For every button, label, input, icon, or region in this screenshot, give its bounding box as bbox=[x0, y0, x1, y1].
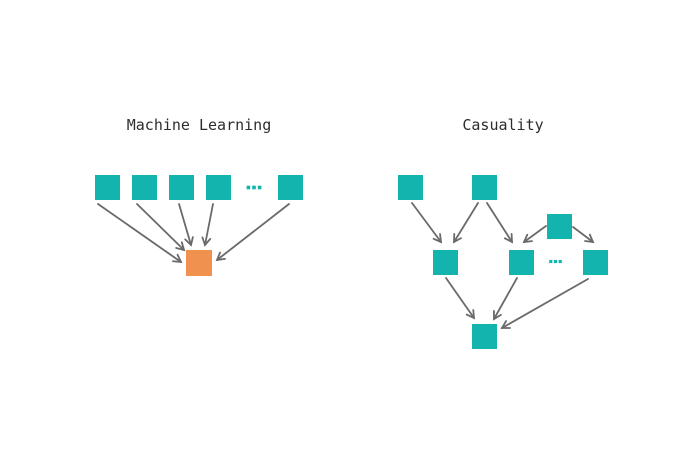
edge-mediator-n-to-outcome bbox=[500, 278, 589, 329]
edge-cause-2-to-mediator-2 bbox=[486, 202, 513, 244]
diagram-causality bbox=[398, 175, 608, 349]
node-mediator-1 bbox=[433, 250, 458, 275]
edge-ml-input-4-to-ml-output bbox=[201, 203, 214, 247]
node-ml-input-n bbox=[278, 175, 303, 200]
node-ml-input-1 bbox=[95, 175, 120, 200]
node-mediator-n bbox=[583, 250, 608, 275]
ellipsis-dots bbox=[549, 259, 562, 264]
edge-cause-3-to-mediator-2 bbox=[522, 225, 547, 244]
edge-ml-input-n-to-ml-output bbox=[215, 203, 290, 262]
edge-ml-input-1-to-ml-output bbox=[97, 203, 183, 264]
node-ml-output bbox=[186, 250, 212, 276]
edge-cause-3-to-mediator-n bbox=[572, 226, 595, 244]
edge-ml-input-2-to-ml-output bbox=[136, 203, 186, 252]
node-ml-input-4 bbox=[206, 175, 231, 200]
ellipsis-dots bbox=[246, 185, 262, 190]
edge-mediator-1-to-outcome bbox=[445, 277, 476, 320]
node-outcome bbox=[472, 324, 497, 349]
diagram-title-machine-learning: Machine Learning bbox=[126, 116, 272, 134]
node-cause-3 bbox=[547, 214, 572, 239]
edge-ml-input-3-to-ml-output bbox=[178, 203, 194, 247]
node-mediator-2 bbox=[509, 250, 534, 275]
node-ml-input-2 bbox=[132, 175, 157, 200]
node-cause-1 bbox=[398, 175, 423, 200]
node-ml-input-3 bbox=[169, 175, 194, 200]
edge-cause-2-to-mediator-1 bbox=[453, 202, 479, 244]
node-cause-2 bbox=[472, 175, 497, 200]
diagram-machine-learning bbox=[95, 175, 303, 276]
edge-mediator-2-to-outcome bbox=[493, 277, 518, 321]
edge-cause-1-to-mediator-1 bbox=[411, 202, 443, 244]
diagram-title-causality: Casuality bbox=[462, 116, 544, 134]
